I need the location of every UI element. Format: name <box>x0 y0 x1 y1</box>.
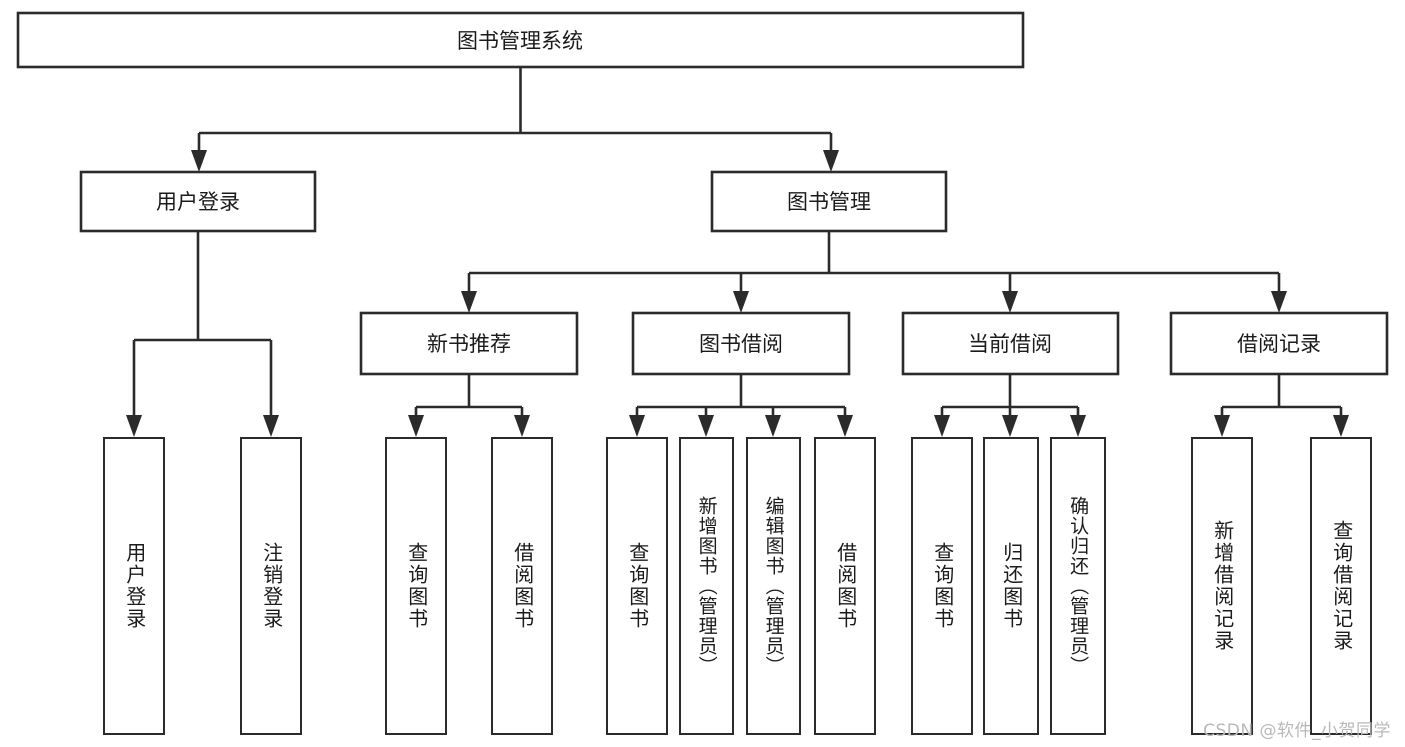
leaf-node-query-books-borrow-label: 查询图书 <box>625 542 650 630</box>
leaf-node-borrow-books-recommend-label: 借阅图书 <box>510 542 535 630</box>
leaf-node-return-books[interactable]: 归还图书 <box>983 437 1039 735</box>
leaf-node-add-borrow-record-label: 新增借阅记录 <box>1210 520 1235 652</box>
arrow-head-icon <box>765 415 781 437</box>
arrow-head-icon <box>837 415 853 437</box>
node-user-login[interactable]: 用户登录 <box>79 170 317 233</box>
arrow-head-icon <box>698 415 714 437</box>
connector-root-to-level2 <box>191 67 839 172</box>
leaf-node-user-login[interactable]: 用户登录 <box>103 437 165 735</box>
node-book-management-label: 图书管理 <box>787 190 871 214</box>
connector-newbooks-to-leaves <box>408 374 530 437</box>
leaf-node-query-borrow-record[interactable]: 查询借阅记录 <box>1310 437 1372 735</box>
arrow-head-icon <box>823 150 839 172</box>
node-user-login-label: 用户登录 <box>156 190 240 214</box>
node-book-borrow-label: 图书借阅 <box>699 332 783 356</box>
arrow-head-icon <box>1214 415 1230 437</box>
leaf-node-confirm-return-admin-label: 确认归还（管理员） <box>1067 496 1090 676</box>
leaf-node-user-login-label: 用户登录 <box>122 542 147 630</box>
leaf-node-borrow-books-borrow[interactable]: 借阅图书 <box>814 437 876 735</box>
arrow-head-icon <box>1271 291 1287 313</box>
arrow-head-icon <box>126 415 142 437</box>
leaf-node-add-borrow-record[interactable]: 新增借阅记录 <box>1191 437 1253 735</box>
leaf-node-confirm-return-admin[interactable]: 确认归还（管理员） <box>1050 437 1106 735</box>
leaf-node-query-books-current-label: 查询图书 <box>930 542 955 630</box>
leaf-node-query-books-recommend[interactable]: 查询图书 <box>385 437 447 735</box>
node-current-borrow[interactable]: 当前借阅 <box>901 311 1120 376</box>
leaf-node-add-book-admin-label: 新增图书（管理员） <box>695 496 718 676</box>
arrow-head-icon <box>461 291 477 313</box>
connector-borrow-to-leaves <box>629 374 853 437</box>
arrow-head-icon <box>1002 415 1018 437</box>
node-root-label: 图书管理系统 <box>457 29 583 53</box>
node-borrow-records-label: 借阅记录 <box>1237 332 1321 356</box>
arrow-head-icon <box>514 415 530 437</box>
leaf-node-edit-book-admin-label: 编辑图书（管理员） <box>762 496 785 676</box>
connector-current-to-leaves <box>934 374 1086 437</box>
leaf-node-query-books-recommend-label: 查询图书 <box>404 542 429 630</box>
leaf-node-query-books-borrow[interactable]: 查询图书 <box>606 437 668 735</box>
arrow-head-icon <box>1070 415 1086 437</box>
leaf-node-borrow-books-borrow-label: 借阅图书 <box>833 542 858 630</box>
node-borrow-records[interactable]: 借阅记录 <box>1169 311 1389 376</box>
connector-records-to-leaves <box>1214 374 1349 437</box>
node-current-borrow-label: 当前借阅 <box>968 332 1052 356</box>
arrow-head-icon <box>263 415 279 437</box>
arrow-head-icon <box>629 415 645 437</box>
arrow-head-icon <box>1333 415 1349 437</box>
leaf-node-logout[interactable]: 注销登录 <box>240 437 302 735</box>
leaf-node-borrow-books-recommend[interactable]: 借阅图书 <box>491 437 553 735</box>
arrow-head-icon <box>934 415 950 437</box>
arrow-head-icon <box>733 291 749 313</box>
leaf-node-query-books-current[interactable]: 查询图书 <box>911 437 973 735</box>
arrow-head-icon <box>1002 291 1018 313</box>
leaf-node-edit-book-admin[interactable]: 编辑图书（管理员） <box>746 437 801 735</box>
node-new-book-recommend[interactable]: 新书推荐 <box>359 311 579 376</box>
leaf-node-query-borrow-record-label: 查询借阅记录 <box>1329 520 1354 652</box>
leaf-node-add-book-admin[interactable]: 新增图书（管理员） <box>679 437 734 735</box>
node-book-borrow[interactable]: 图书借阅 <box>631 311 851 376</box>
arrow-head-icon <box>408 415 424 437</box>
arrow-head-icon <box>191 150 207 172</box>
node-root[interactable]: 图书管理系统 <box>16 11 1025 69</box>
leaf-node-return-books-label: 归还图书 <box>999 542 1024 630</box>
connector-login-to-leaves <box>126 231 279 437</box>
node-book-management[interactable]: 图书管理 <box>710 170 948 233</box>
connector-books-to-level3 <box>461 231 1287 313</box>
node-new-book-recommend-label: 新书推荐 <box>427 332 511 356</box>
leaf-node-logout-label: 注销登录 <box>259 542 284 630</box>
